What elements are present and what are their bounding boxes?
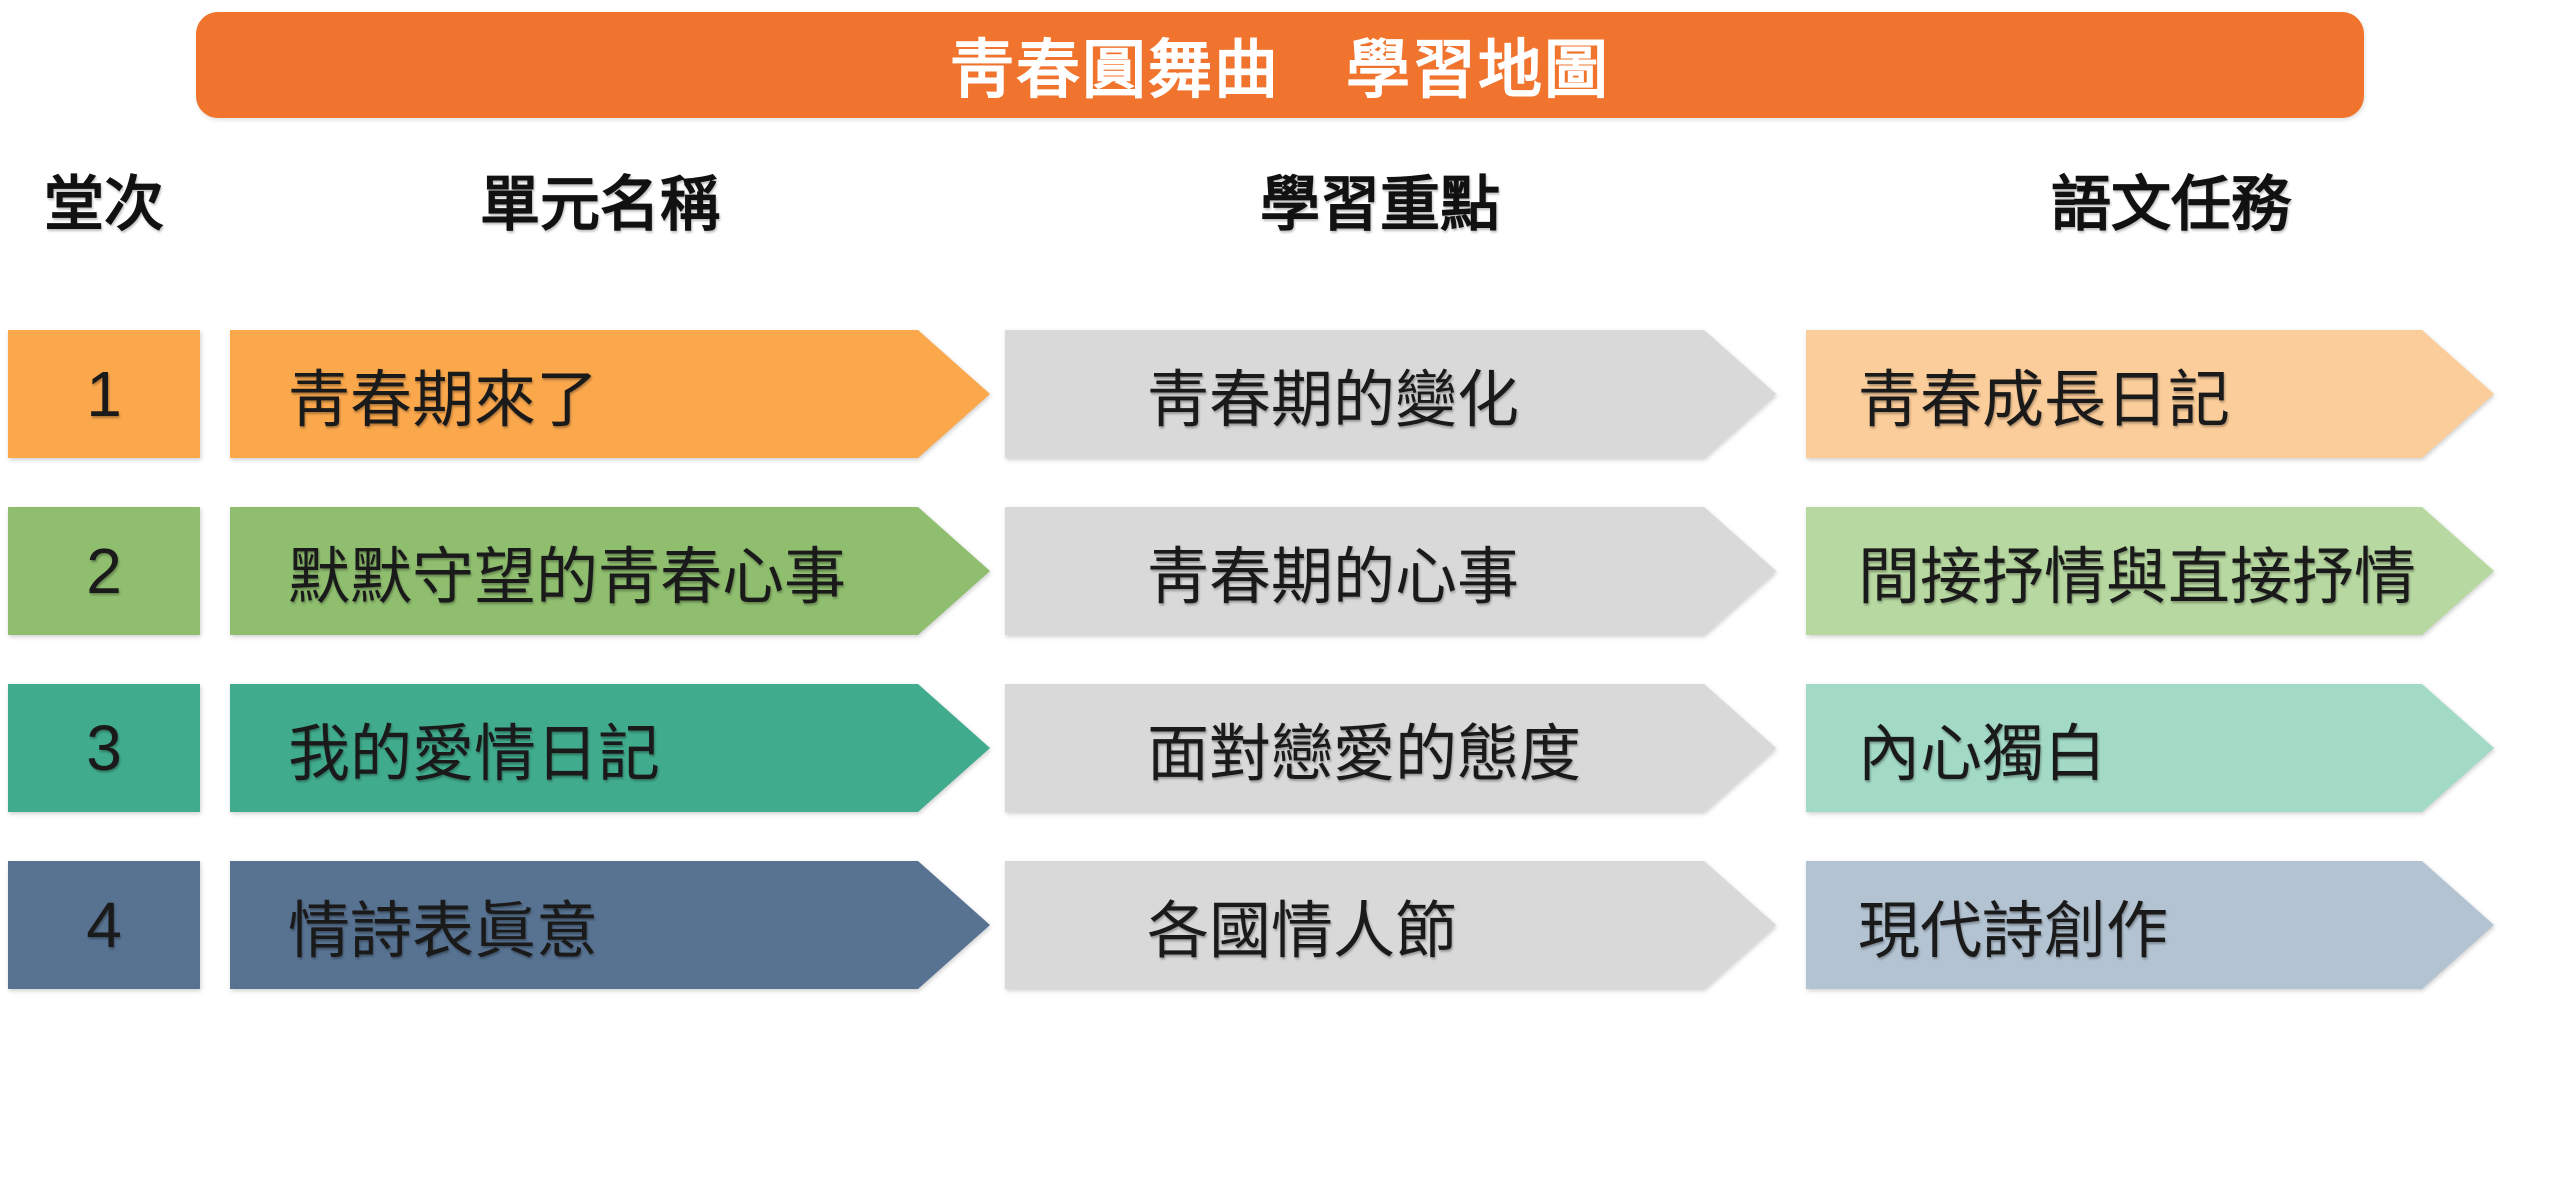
unit-arrow: 情詩表眞意: [230, 861, 990, 989]
session-number-box: 3: [8, 684, 200, 812]
focus-arrow: 靑春期的心事: [1005, 507, 1776, 635]
focus-label: 靑春期的心事: [1147, 543, 1520, 612]
column-header-session: 堂次: [44, 171, 164, 238]
task-arrow: 靑春成長日記: [1806, 330, 2494, 458]
table-row: 2 默默守望的靑春心事 靑春期的心事 間接抒情與直接抒情: [0, 507, 2560, 635]
column-header-unit: 單元名稱: [480, 171, 720, 238]
task-label: 間接抒情與直接抒情: [1858, 543, 2417, 612]
column-header-focus: 學習重點: [1260, 171, 1500, 238]
focus-label: 各國情人節: [1147, 897, 1458, 966]
task-arrow: 間接抒情與直接抒情: [1806, 507, 2494, 635]
task-label: 內心獨白: [1858, 720, 2107, 789]
session-number-box: 1: [8, 330, 200, 458]
unit-arrow: 我的愛情日記: [230, 684, 990, 812]
unit-label: 靑春期來了: [288, 366, 599, 435]
focus-arrow: 各國情人節: [1005, 861, 1776, 989]
unit-arrow: 靑春期來了: [230, 330, 990, 458]
focus-label: 面對戀愛的態度: [1147, 720, 1582, 789]
unit-label: 默默守望的靑春心事: [288, 543, 847, 612]
table-row: 4 情詩表眞意 各國情人節 現代詩創作: [0, 861, 2560, 989]
unit-label: 情詩表眞意: [288, 897, 599, 966]
unit-arrow: 默默守望的靑春心事: [230, 507, 990, 635]
table-row: 3 我的愛情日記 面對戀愛的態度 內心獨白: [0, 684, 2560, 812]
focus-arrow: 面對戀愛的態度: [1005, 684, 1776, 812]
focus-label: 靑春期的變化: [1147, 366, 1520, 435]
task-label: 現代詩創作: [1858, 897, 2169, 966]
task-arrow: 內心獨白: [1806, 684, 2494, 812]
page-title: 靑春圓舞曲 學習地圖: [950, 34, 1610, 106]
session-number-box: 4: [8, 861, 200, 989]
focus-arrow: 靑春期的變化: [1005, 330, 1776, 458]
header-banner: 靑春圓舞曲 學習地圖: [196, 12, 2364, 118]
task-label: 靑春成長日記: [1858, 366, 2231, 435]
task-arrow: 現代詩創作: [1806, 861, 2494, 989]
column-header-task: 語文任務: [2051, 171, 2291, 238]
session-number-box: 2: [8, 507, 200, 635]
unit-label: 我的愛情日記: [288, 720, 661, 789]
table-row: 1 靑春期來了 靑春期的變化 靑春成長日記: [0, 330, 2560, 458]
